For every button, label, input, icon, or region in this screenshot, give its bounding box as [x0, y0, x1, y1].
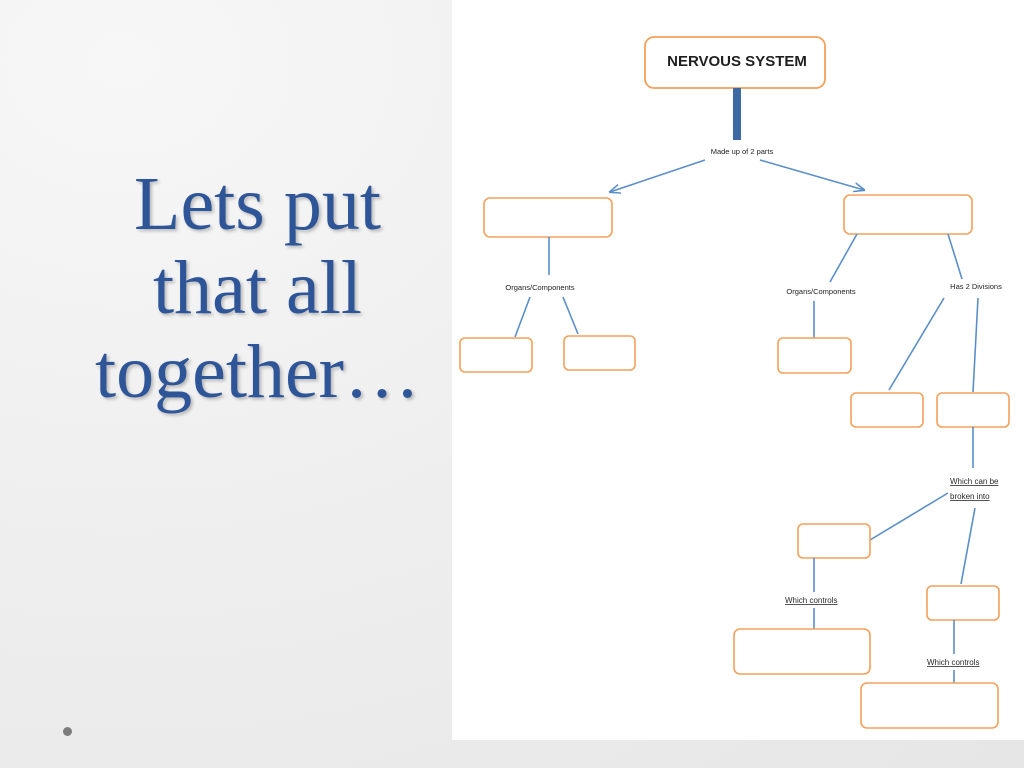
subdivision-box-a[interactable]: [797, 523, 871, 559]
connector-right-part-to-organs: [829, 233, 858, 283]
label-which-controls-1: Which controls: [785, 596, 837, 605]
label-has-divisions: Has 2 Divisions: [950, 282, 1002, 291]
label-organs-right: Organs/Components: [786, 287, 855, 296]
connector-division-a: [888, 297, 945, 391]
controlled-box-a[interactable]: [733, 628, 871, 675]
connector-organs-left-b: [562, 296, 579, 335]
slide-title: Lets put that all together…: [40, 162, 475, 414]
arrow-to-left-part: [610, 159, 706, 192]
title-line-2: that all: [153, 246, 362, 330]
controlled-box-b[interactable]: [860, 682, 999, 729]
title-line-1: Lets put: [134, 162, 381, 246]
arrow-to-right-part: [759, 159, 864, 190]
connector-subdivision-a: [869, 492, 949, 541]
label-made-up: Made up of 2 parts: [711, 147, 774, 156]
connector-subdivision-b: [960, 507, 976, 585]
connector-right-part-to-divisions: [947, 233, 963, 280]
division-box-b[interactable]: [936, 392, 1010, 428]
label-organs-left: Organs/Components: [505, 283, 574, 292]
title-line-3: together…: [94, 330, 420, 414]
part-box-right[interactable]: [843, 194, 973, 235]
subdivision-box-b[interactable]: [926, 585, 1000, 621]
root-stem: [733, 88, 741, 140]
bullet-dot: [63, 727, 72, 736]
label-which-can-be: Which can be: [950, 477, 999, 486]
label-which-controls-2: Which controls: [927, 658, 979, 667]
part-box-left[interactable]: [483, 197, 613, 238]
organ-box-right[interactable]: [777, 337, 852, 374]
connector-division-b: [972, 297, 979, 393]
organ-box-left-b[interactable]: [563, 335, 636, 371]
root-node-label: NERVOUS SYSTEM: [667, 53, 807, 70]
label-broken-into: broken into: [950, 492, 990, 501]
division-box-a[interactable]: [850, 392, 924, 428]
organ-box-left-a[interactable]: [459, 337, 533, 373]
connector-organs-left-a: [514, 296, 531, 338]
